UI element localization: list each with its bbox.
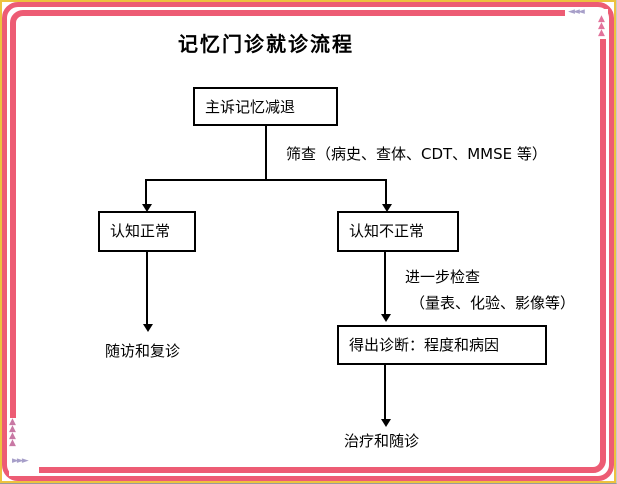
triple-left-arrow-icon: ◄◄◄	[568, 7, 585, 17]
connector-abnormal-down	[384, 252, 386, 315]
connector-branch-horizontal	[145, 179, 387, 181]
flow-node-cognition-abnormal: 认知不正常	[337, 211, 459, 252]
arrowhead-down-icon	[381, 419, 391, 427]
border-gap-patch	[565, 9, 604, 18]
border-gap-patch	[9, 464, 39, 476]
arrowhead-down-icon	[381, 314, 391, 322]
connector-diagnosis-down	[384, 365, 386, 420]
flow-node-diagnosis: 得出诊断：程度和病因	[337, 325, 547, 365]
border-gap-patch	[598, 9, 608, 39]
connector-drop-left	[145, 179, 147, 205]
quad-up-arrow-icon: ▲▲▲▲	[9, 417, 16, 448]
terminal-label-treatment: 治疗和随诊	[344, 432, 420, 450]
edge-label-exam-methods: （量表、化验、影像等）	[410, 294, 576, 312]
flow-node-complaint: 主诉记忆减退	[193, 87, 338, 126]
triple-right-arrow-icon: ►►►	[12, 456, 29, 466]
diagram-title: 记忆门诊就诊流程	[178, 32, 354, 56]
connector-drop-right	[385, 179, 387, 205]
edge-label-further-exam: 进一步检查	[405, 268, 481, 286]
border-gap-patch	[9, 418, 19, 476]
terminal-label-followup: 随访和复诊	[105, 342, 181, 360]
connector-complaint-down	[265, 126, 267, 181]
triple-up-arrow-icon: ▲▲▲	[598, 14, 605, 38]
arrowhead-down-icon	[143, 324, 153, 332]
edge-label-screening: 筛查（病史、查体、CDT、MMSE 等）	[286, 145, 547, 163]
connector-normal-down	[146, 252, 148, 325]
flow-node-cognition-normal: 认知正常	[98, 211, 196, 252]
